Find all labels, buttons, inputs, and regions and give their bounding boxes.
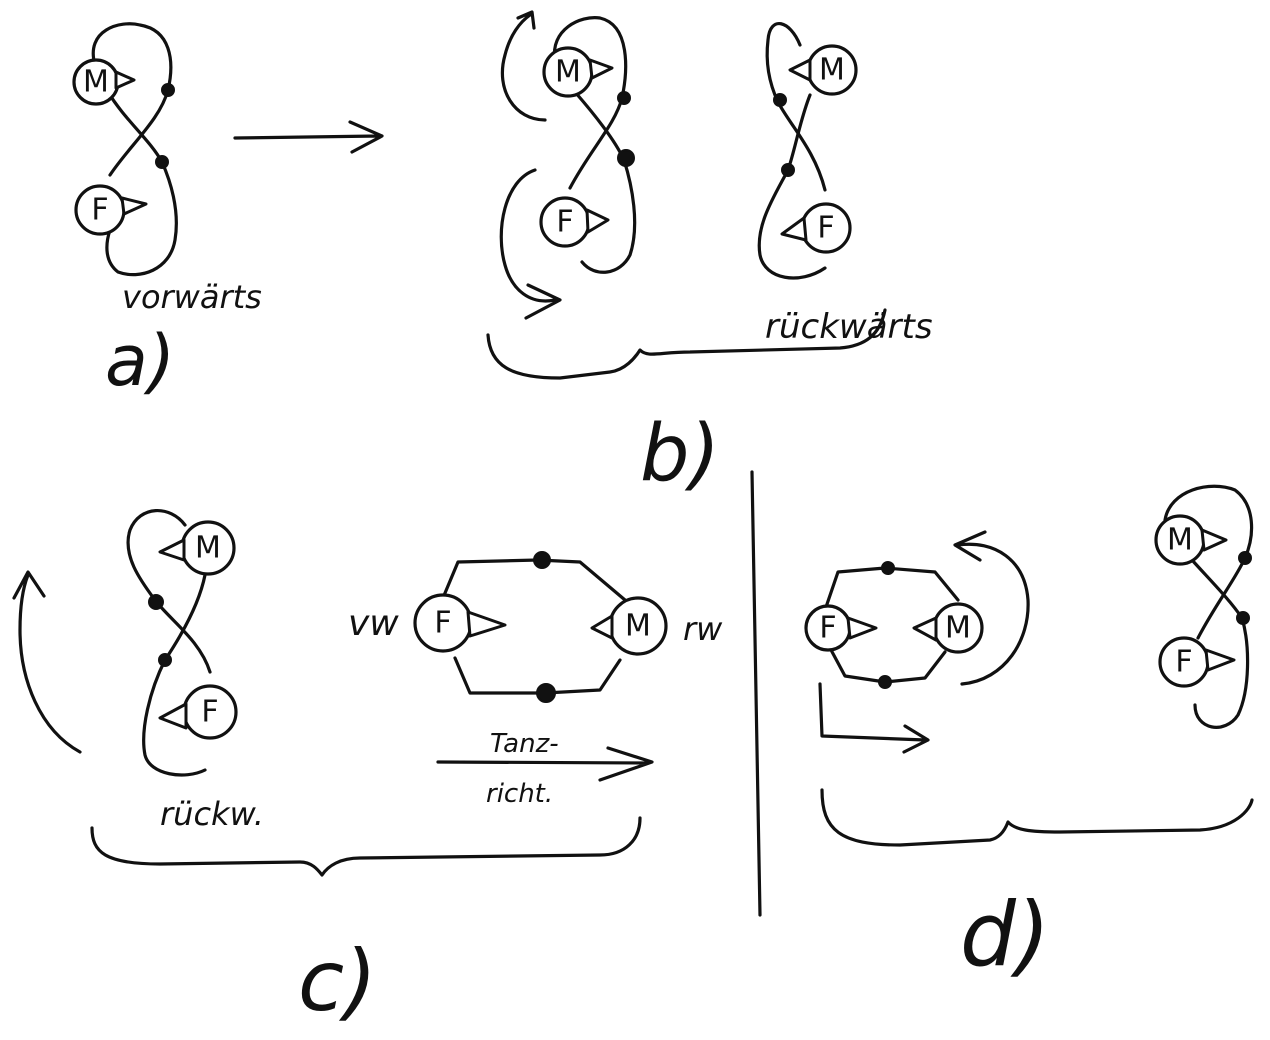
panel-d-right-woman-label: F — [1175, 645, 1192, 680]
panel-a-transition-arrow — [233, 120, 384, 154]
panel-c-vw-label: vw — [348, 603, 399, 644]
panel-b-left-rotation-arrow-bottom — [499, 168, 562, 320]
panel-b-left-cross-2 — [568, 96, 624, 190]
panel-c-woman-node: F — [158, 684, 238, 740]
panel-b-left-man-facing-icon — [588, 58, 614, 80]
panel-divider — [750, 470, 762, 917]
panel-d-man-node: M — [912, 602, 984, 654]
panel-c-woman-label: F — [201, 695, 218, 730]
panel-d-hex-dot-bottom — [878, 675, 892, 689]
panel-b-left-man-node: M — [542, 46, 614, 98]
panel-b-right-loop-top — [765, 21, 802, 104]
panel-d-man-facing-icon — [912, 616, 938, 642]
panel-c-dir-line-1: Tanz- — [490, 729, 559, 759]
panel-d-right-woman-facing-icon — [1204, 648, 1236, 672]
panel-c-brace — [90, 816, 642, 877]
panel-d: F M M F d) — [804, 484, 1254, 986]
panel-c-loop-top — [126, 509, 187, 602]
panel-d-hex-dot-top — [881, 561, 895, 575]
panel-b-left-woman-node: F — [539, 196, 610, 248]
panel-c-hand-dot-2 — [158, 653, 172, 667]
panel-c-letter: c) — [298, 932, 377, 1030]
panel-c-woman-facing-icon — [158, 702, 188, 730]
panel-c-cross-1 — [142, 573, 207, 777]
panel-a: M F vorwärts a) — [72, 22, 384, 402]
panel-c-caption: rückw. — [160, 795, 264, 833]
panel-b-right-woman-label: F — [817, 211, 834, 246]
panel-a-caption: vorwärts — [122, 278, 262, 316]
panel-a-woman-node: F — [74, 184, 148, 236]
panel-d-right-loop-top — [1163, 484, 1254, 560]
panel-a-hand-dot-2 — [155, 155, 169, 169]
panel-b-left-rotation-arrow-top — [500, 10, 547, 122]
panel-c-rw-label: rw — [683, 610, 723, 648]
panel-b-right-hand-dot-1 — [773, 93, 787, 107]
panel-a-letter: a) — [105, 320, 175, 402]
panel-d-right-man-label: M — [1167, 523, 1193, 558]
panel-c-hex-dot-bottom — [536, 683, 556, 703]
panel-c-man-node: M — [158, 520, 236, 576]
panel-d-right-cross-2 — [1196, 556, 1247, 640]
panel-d-right-hand-dot-1 — [1238, 551, 1252, 565]
panel-c-hex-top — [438, 558, 627, 607]
panel-a-hand-dot-1 — [161, 83, 175, 97]
panel-d-right-woman-node: F — [1158, 636, 1236, 688]
panel-d-woman-node: F — [804, 604, 878, 652]
panel-d-right-cross-1 — [1190, 558, 1250, 729]
panel-c-hex-dot-top — [533, 551, 551, 569]
panel-b-brace — [486, 308, 887, 380]
panel-a-man-label: M — [83, 65, 109, 100]
panel-c-man-label: M — [195, 531, 221, 566]
panel-c-woman-hex-label: F — [434, 606, 451, 641]
panel-b-right-cross-1 — [757, 93, 827, 280]
panel-b-left-hand-dot-1 — [617, 91, 631, 105]
panel-b-right-man-facing-icon — [788, 58, 812, 82]
panel-b-left-woman-facing-icon — [585, 208, 610, 234]
panel-c: M F rückw. F M vw rw Tanz- richt. c) — [12, 509, 723, 1030]
panel-d-corner-arrow — [818, 682, 930, 754]
panel-b-left-cross-1 — [573, 90, 637, 274]
panel-a-man-node: M — [72, 58, 136, 106]
panel-d-letter: d) — [960, 883, 1050, 986]
panel-b-left-man-label: M — [555, 55, 581, 90]
panel-b-right-hand-dot-2 — [781, 163, 795, 177]
panel-c-hand-dot-1 — [148, 594, 164, 610]
panel-d-right-hand-dot-2 — [1236, 611, 1250, 625]
panel-b-left-loop-top — [552, 16, 628, 100]
panel-d-right-man-node: M — [1154, 514, 1228, 566]
panel-b-right-woman-facing-icon — [780, 216, 808, 242]
panel-a-woman-label: F — [91, 193, 108, 228]
panel-c-woman-hex-facing-icon — [466, 610, 507, 638]
panel-a-man-facing-icon — [114, 70, 136, 90]
panel-b-right-man-node: M — [788, 44, 858, 96]
panel-c-man-hex-node: M — [590, 596, 668, 656]
panel-d-right-man-facing-icon — [1200, 528, 1228, 552]
panel-c-man-hex-facing-icon — [590, 614, 614, 640]
panel-d-rotation-arrow — [953, 530, 1030, 686]
panel-b-caption: rückwärts — [765, 307, 933, 347]
panel-d-hex-top — [823, 566, 960, 612]
panel-d-woman-facing-icon — [846, 616, 878, 640]
panel-c-rotation-arrow — [12, 570, 82, 754]
panel-c-man-facing-icon — [158, 538, 186, 562]
panel-c-dir-line-2: richt. — [486, 779, 553, 809]
panel-b-right-woman-node: F — [780, 202, 852, 254]
panel-b-right-man-label: M — [819, 53, 845, 88]
panel-b: M F M F rückwärts b) — [486, 10, 933, 499]
panel-b-left-woman-label: F — [556, 205, 573, 240]
panel-c-dance-direction-arrow — [436, 746, 654, 782]
panel-b-right-cross-2 — [776, 100, 827, 192]
panel-d-woman-label: F — [819, 611, 836, 646]
panel-c-woman-hex-node: F — [413, 593, 507, 653]
panel-d-man-label: M — [945, 611, 971, 646]
panel-d-brace — [820, 788, 1254, 847]
panel-b-letter: b) — [640, 409, 720, 499]
panel-a-loop-top — [91, 22, 173, 92]
panel-a-cross-1 — [105, 90, 178, 277]
panel-c-man-hex-label: M — [625, 609, 651, 644]
panel-a-cross-2 — [108, 88, 170, 177]
panel-a-woman-facing-icon — [120, 196, 148, 216]
panel-b-left-hand-dot-2 — [617, 149, 635, 167]
